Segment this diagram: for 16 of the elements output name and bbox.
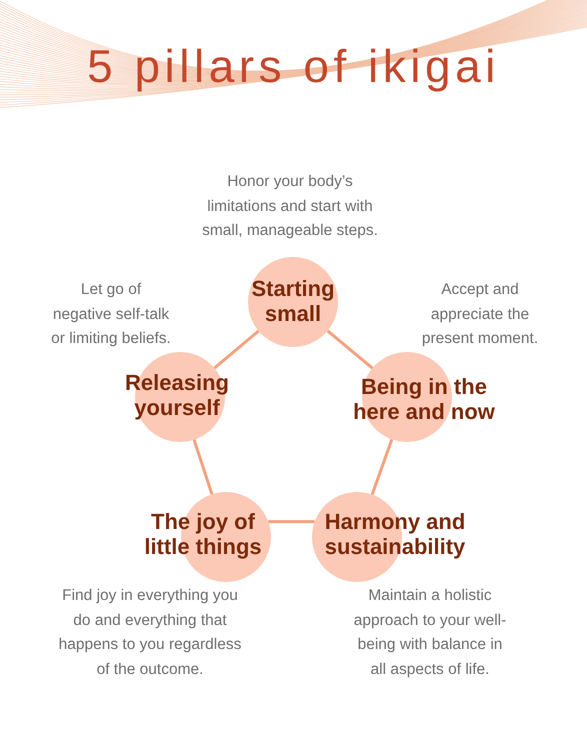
pillar-description: Let go of negative self-talk or limiting beliefs. bbox=[50, 280, 172, 349]
pillar-heading: Being in the here and now bbox=[352, 374, 496, 424]
pillar-heading: Releasing yourself bbox=[124, 370, 230, 420]
pillar-description: Maintain a holistic approach to your well-being with balance in all aspects of life. bbox=[352, 586, 508, 680]
connector-line bbox=[326, 330, 374, 370]
page-title: 5 pillars of ikigai bbox=[87, 39, 500, 94]
connector-line bbox=[192, 439, 214, 495]
connector-line bbox=[268, 520, 315, 524]
pillar-description: Honor your body’s limitations and start with small, manageable steps. bbox=[201, 172, 379, 241]
pillar-heading: Harmony and sustainability bbox=[324, 509, 466, 559]
pillar-heading: The joy of little things bbox=[143, 509, 263, 559]
pillar-description: Find joy in everything you do and everything that happens to you regardless of the outcome. bbox=[58, 586, 242, 680]
connector-line bbox=[213, 330, 260, 370]
connector-line bbox=[370, 438, 394, 496]
pillar-heading: Starting small bbox=[250, 276, 336, 326]
pillar-description: Accept and appreciate the present moment. bbox=[420, 280, 540, 349]
